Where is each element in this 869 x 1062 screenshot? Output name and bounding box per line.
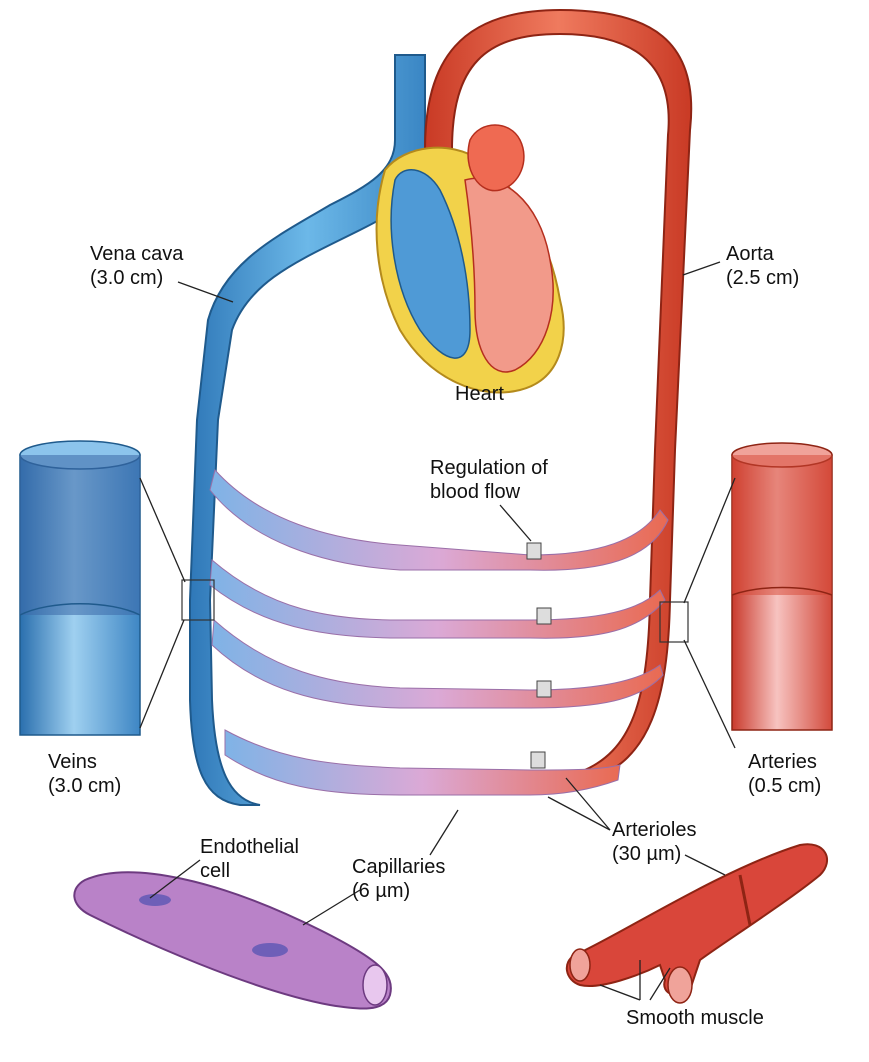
vein-zoom-box [181, 579, 215, 621]
label-smooth-muscle: Smooth muscle [626, 1007, 764, 1029]
arteriole-vessel [565, 843, 829, 1004]
artery-zoom-box [659, 601, 689, 643]
label-endothelial: Endothelial cell [200, 836, 299, 882]
heart [375, 124, 565, 394]
label-regulation: Regulation of blood flow [430, 457, 548, 503]
label-arterioles: Arterioles (30 µm) [612, 819, 697, 865]
vein-cross-section [19, 440, 141, 736]
flow-regulators [526, 542, 552, 769]
leader-lines [139, 261, 736, 1001]
label-vena-cava: Vena cava (3.0 cm) [90, 243, 184, 289]
label-heart: Heart [455, 383, 504, 405]
capillary-beds [209, 468, 669, 796]
vena-cava [189, 54, 426, 806]
artery-cross-section [731, 442, 833, 731]
capillary-vessel [73, 871, 392, 1010]
label-veins: Veins (3.0 cm) [48, 751, 122, 797]
label-capillaries: Capillaries (6 µm) [352, 856, 446, 902]
label-arteries: Arteries (0.5 cm) [748, 751, 822, 797]
label-aorta: Aorta (2.5 cm) [726, 243, 800, 289]
